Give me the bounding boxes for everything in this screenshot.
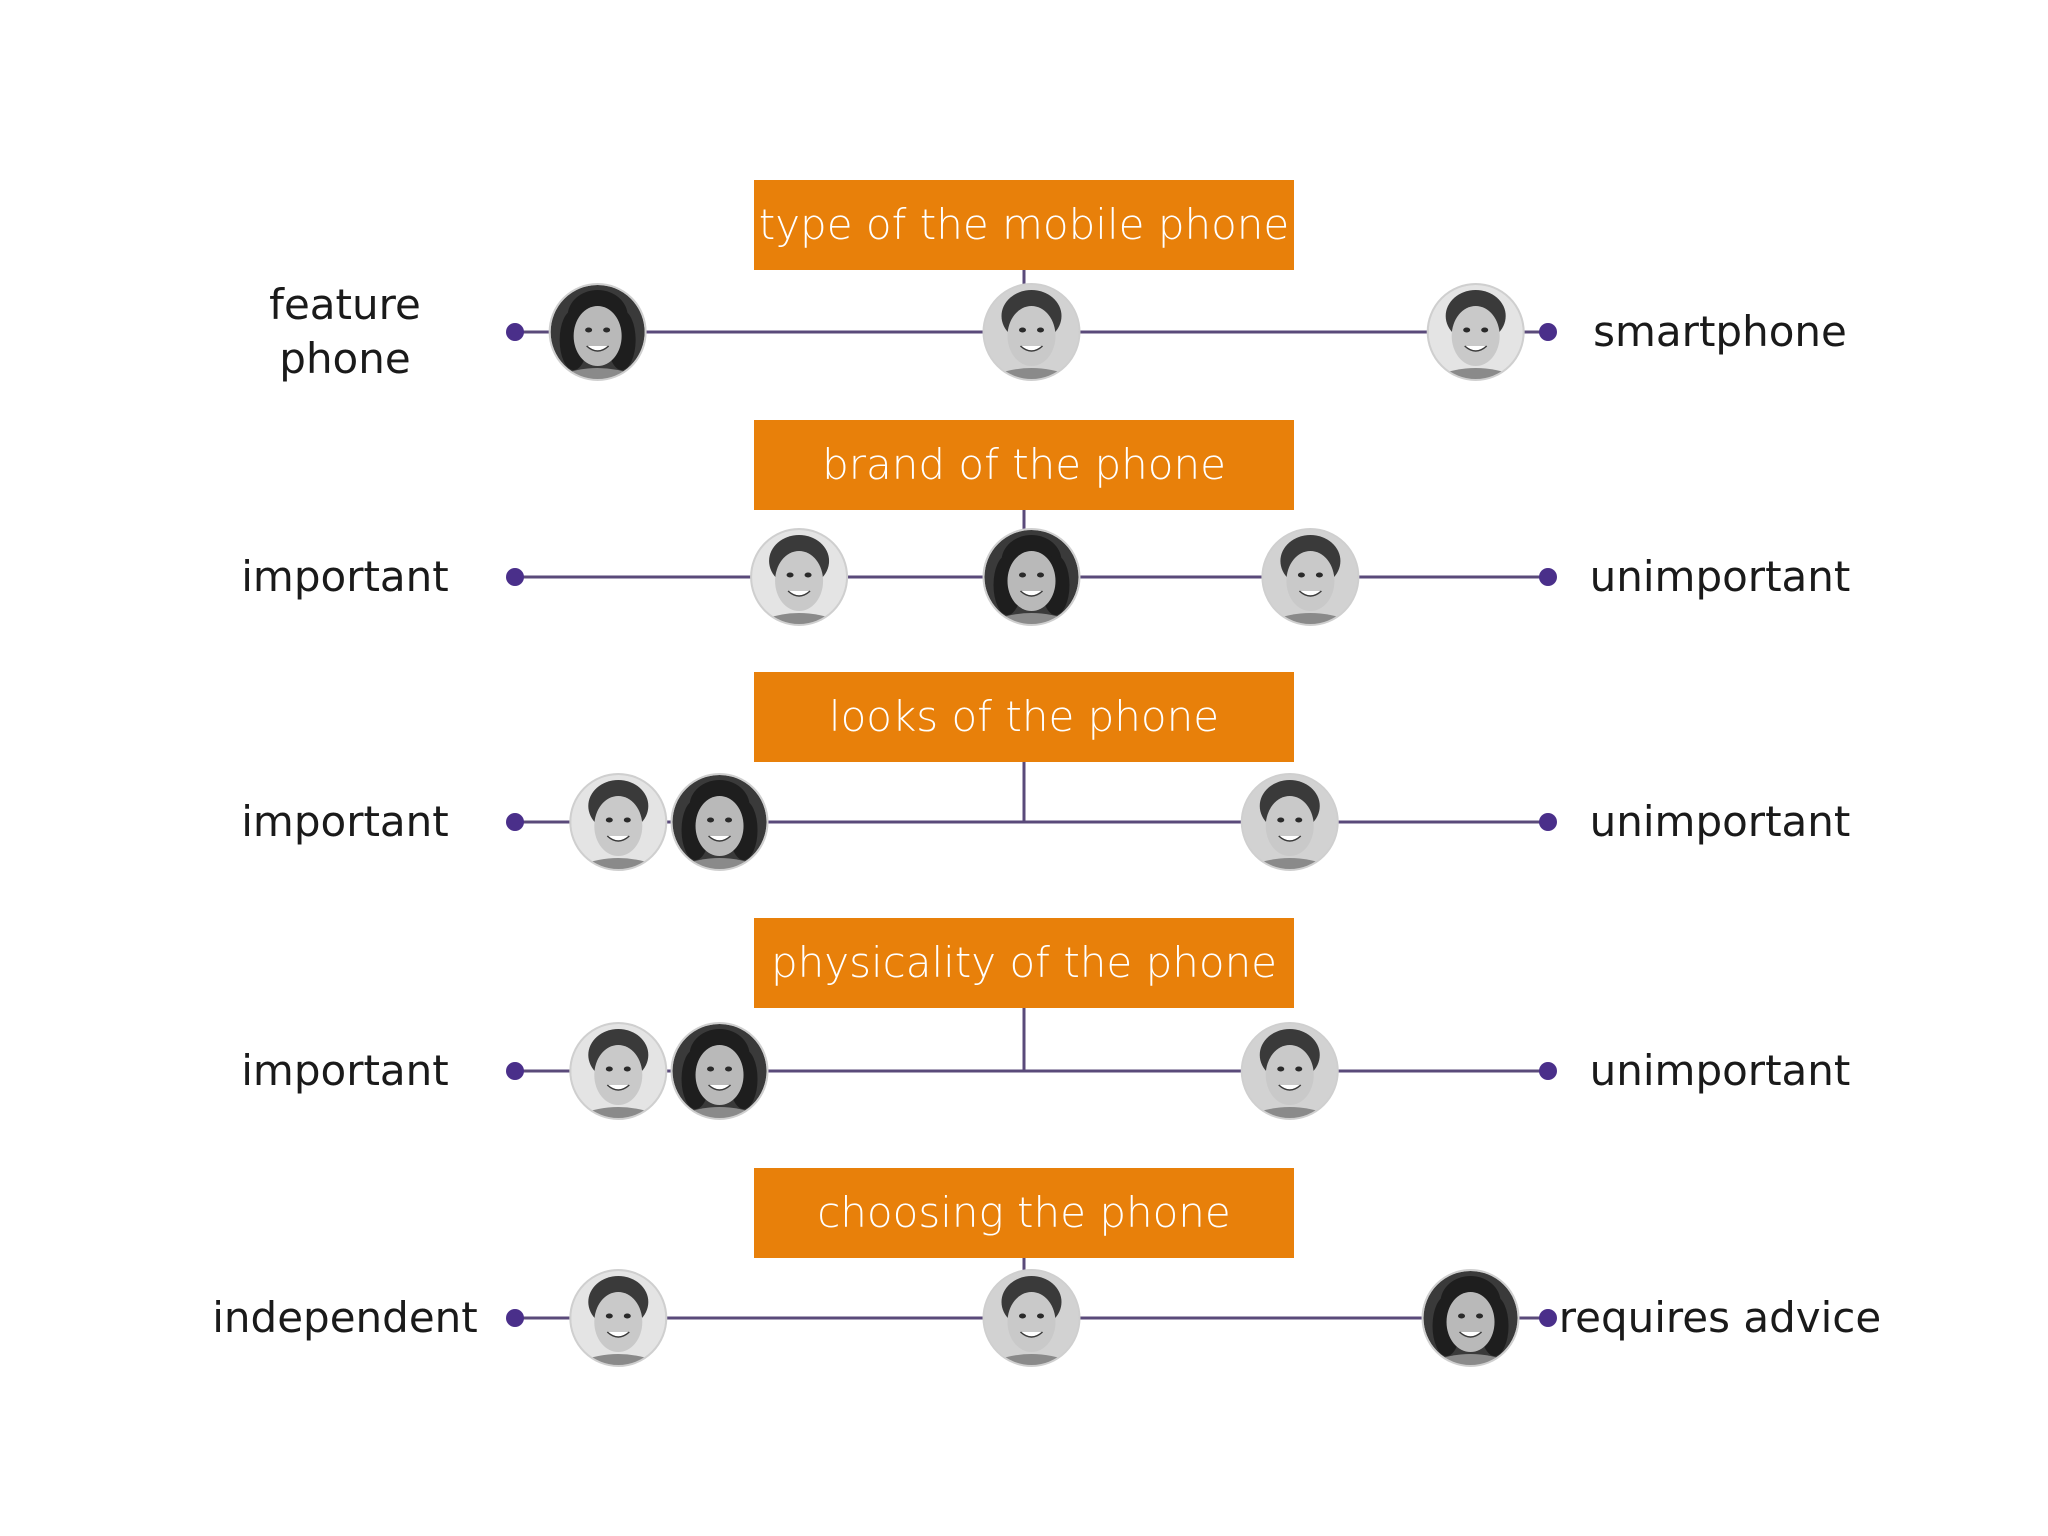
- person-avatar-man-a: [569, 1269, 668, 1367]
- left-pole-label: important: [241, 552, 449, 601]
- right-pole-label: unimportant: [1590, 1046, 1851, 1095]
- axis-right-dot: [1539, 323, 1557, 341]
- axis-left-dot: [506, 1062, 524, 1080]
- axis-left-dot: [506, 568, 524, 586]
- scale-title-box: [754, 672, 1294, 762]
- scale-row: looks of the phone important unimportant: [241, 672, 1851, 871]
- scale-row: type of the mobile phone feature phone smar…: [269, 180, 1847, 383]
- right-pole-label: smartphone: [1593, 307, 1847, 356]
- axis-left-dot: [506, 1309, 524, 1327]
- scale-title-box: [754, 180, 1294, 270]
- person-avatar-man-a: [569, 773, 668, 871]
- axis-left-dot: [506, 323, 524, 341]
- scale-row: choosing the phone independent requires ad…: [212, 1168, 1881, 1367]
- left-pole-label: feature: [269, 280, 421, 329]
- person-avatar-woman: [982, 528, 1081, 626]
- axis-right-dot: [1539, 813, 1557, 831]
- left-pole-label: important: [241, 797, 449, 846]
- person-avatar-woman: [1421, 1269, 1520, 1367]
- axis-left-dot: [506, 813, 524, 831]
- scale-title-box: [754, 1168, 1294, 1258]
- right-pole-label: requires advice: [1559, 1293, 1881, 1342]
- right-pole-label: unimportant: [1590, 552, 1851, 601]
- person-avatar-man-b: [982, 1269, 1081, 1367]
- person-avatar-man-a: [569, 1022, 668, 1120]
- scale-title: looks of the phone: [829, 692, 1219, 741]
- scale-title: choosing the phone: [817, 1188, 1231, 1237]
- scale-title: brand of the phone: [822, 440, 1226, 489]
- person-avatar-woman: [670, 773, 769, 871]
- person-avatar-man-b: [982, 283, 1081, 381]
- scale-title-box: [754, 420, 1294, 510]
- scale-row: physicality of the phone important unimpor…: [241, 918, 1851, 1120]
- scale-title-box: [754, 918, 1294, 1008]
- left-pole-label: independent: [212, 1293, 478, 1342]
- person-avatar-man-a: [750, 528, 849, 626]
- person-avatar-man-b: [1240, 773, 1339, 871]
- axis-right-dot: [1539, 568, 1557, 586]
- axis-right-dot: [1539, 1062, 1557, 1080]
- left-pole-label: phone: [279, 334, 410, 383]
- person-avatar-man-b: [1240, 1022, 1339, 1120]
- scale-title: physicality of the phone: [771, 938, 1277, 987]
- person-avatar-woman: [548, 283, 647, 381]
- scale-title: type of the mobile phone: [759, 200, 1290, 249]
- axis-right-dot: [1539, 1309, 1557, 1327]
- person-avatar-woman: [670, 1022, 769, 1120]
- right-pole-label: unimportant: [1590, 797, 1851, 846]
- person-avatar-man-b: [1261, 528, 1360, 626]
- person-avatar-man-a: [1426, 283, 1525, 381]
- left-pole-label: important: [241, 1046, 449, 1095]
- scale-row: brand of the phone important unimportant: [241, 420, 1851, 626]
